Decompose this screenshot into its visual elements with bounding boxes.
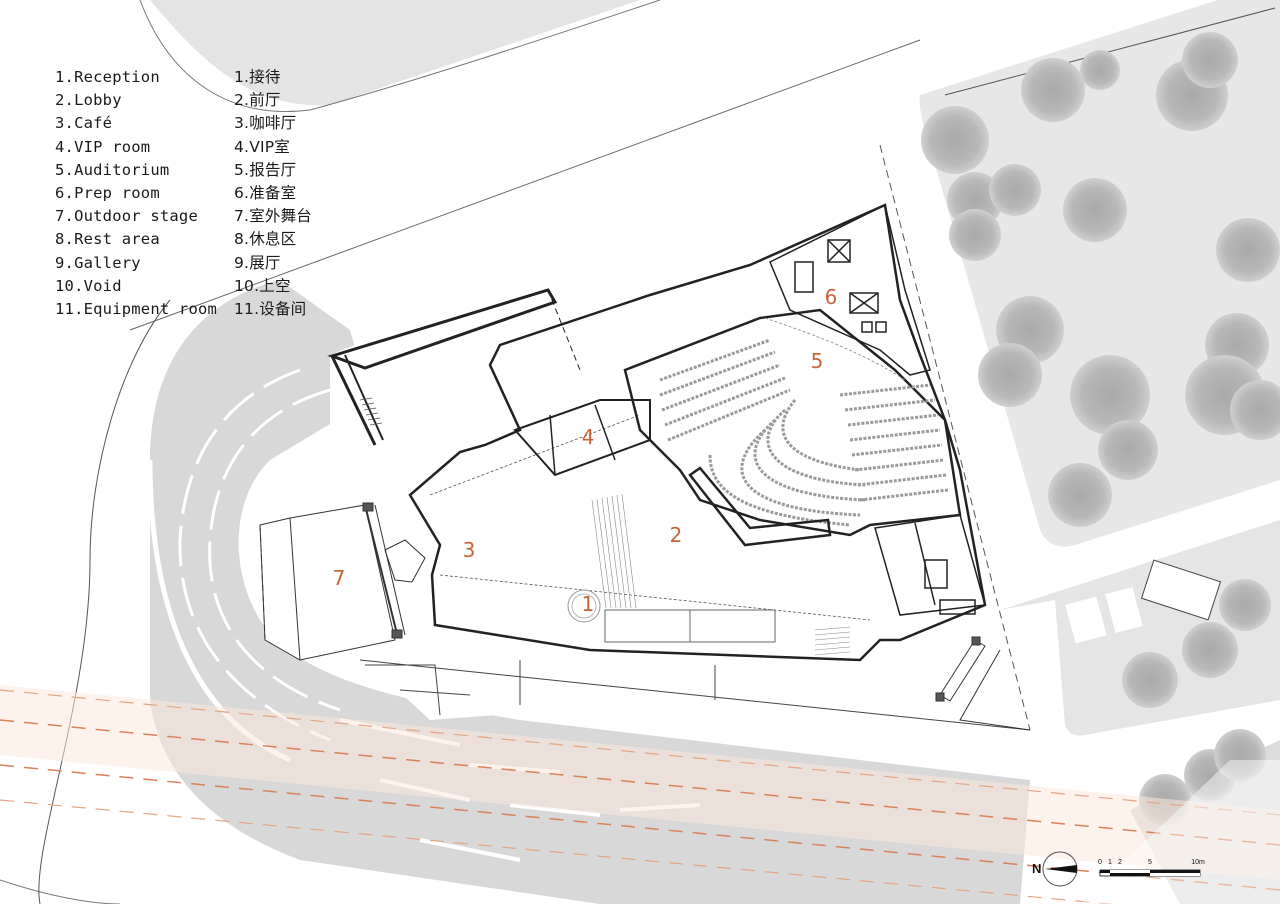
orange-dashed-band bbox=[0, 685, 1280, 904]
legend-item: 3.Café bbox=[55, 114, 113, 133]
site-boundary-line bbox=[129, 39, 921, 331]
legend-item: 4.VIP室 bbox=[234, 137, 291, 156]
legend-item: 8.Rest area bbox=[55, 230, 160, 249]
exterior-bench bbox=[935, 636, 1031, 731]
legend-item: 9.展厅 bbox=[234, 253, 281, 272]
auditorium bbox=[623, 308, 962, 547]
room-label-auditorium: 5 bbox=[810, 349, 824, 373]
legend-chinese: 1.接待 2.前厅 3.咖啡厅 4.VIP室 5.报告厅 6.准备室 7.室外舞… bbox=[234, 66, 312, 321]
legend-item: 9.Gallery bbox=[55, 253, 141, 272]
scale-tick-label: 2 bbox=[1118, 859, 1122, 866]
legend-item: 10.上空 bbox=[234, 276, 291, 295]
scale-tick-label: 1 bbox=[1108, 859, 1112, 866]
north-arrow-icon bbox=[1042, 851, 1078, 887]
legend-item: 1.接待 bbox=[234, 68, 281, 86]
scale-tick-label: 5 bbox=[1148, 859, 1152, 866]
legend-item: 10.Void bbox=[55, 276, 122, 295]
legend-item: 8.休息区 bbox=[234, 230, 297, 249]
room-label-lobby: 2 bbox=[669, 523, 683, 547]
legend-english: 1.Reception 2.Lobby 3.Café 4.VIP room 5.… bbox=[55, 66, 217, 321]
scale-tick-label: 0 bbox=[1098, 859, 1102, 866]
top-road bbox=[139, 0, 661, 112]
legend-item: 11.设备间 bbox=[234, 299, 307, 318]
outdoor-stage bbox=[259, 502, 426, 661]
legend-item: 2.前厅 bbox=[234, 91, 281, 110]
legend-item: 5.报告厅 bbox=[234, 160, 297, 179]
gallery-wing bbox=[327, 288, 581, 446]
north-label: N bbox=[1032, 861, 1042, 876]
room-label-cafe: 3 bbox=[462, 538, 476, 562]
scale-tick-label: 10m bbox=[1191, 859, 1205, 866]
legend-item: 6.准备室 bbox=[234, 183, 297, 202]
legend-item: 7.Outdoor stage bbox=[55, 207, 198, 226]
legend-item: 11.Equipment room bbox=[55, 299, 218, 318]
legend-item: 1.Reception bbox=[55, 68, 160, 86]
legend-item: 6.Prep room bbox=[55, 183, 160, 202]
building-site bbox=[255, 144, 1031, 731]
legend-item: 7.室外舞台 bbox=[234, 207, 312, 226]
room-label-outdoor-stage: 7 bbox=[332, 566, 346, 590]
legend-item: 4.VIP room bbox=[55, 137, 151, 156]
legend-item: 2.Lobby bbox=[55, 91, 122, 110]
main-building-walls bbox=[408, 203, 987, 662]
trees bbox=[921, 32, 1280, 527]
scale-bar bbox=[1099, 869, 1201, 877]
legend-item: 5.Auditorium bbox=[55, 160, 170, 179]
legend-item: 3.咖啡厅 bbox=[234, 114, 297, 133]
site-lower-edge bbox=[365, 660, 716, 716]
room-label-reception: 1 bbox=[581, 592, 595, 616]
restroom-block bbox=[874, 514, 986, 616]
service-block bbox=[769, 203, 931, 376]
room-label-prep-room: 6 bbox=[824, 285, 838, 309]
room-label-vip-room: 4 bbox=[581, 425, 595, 449]
